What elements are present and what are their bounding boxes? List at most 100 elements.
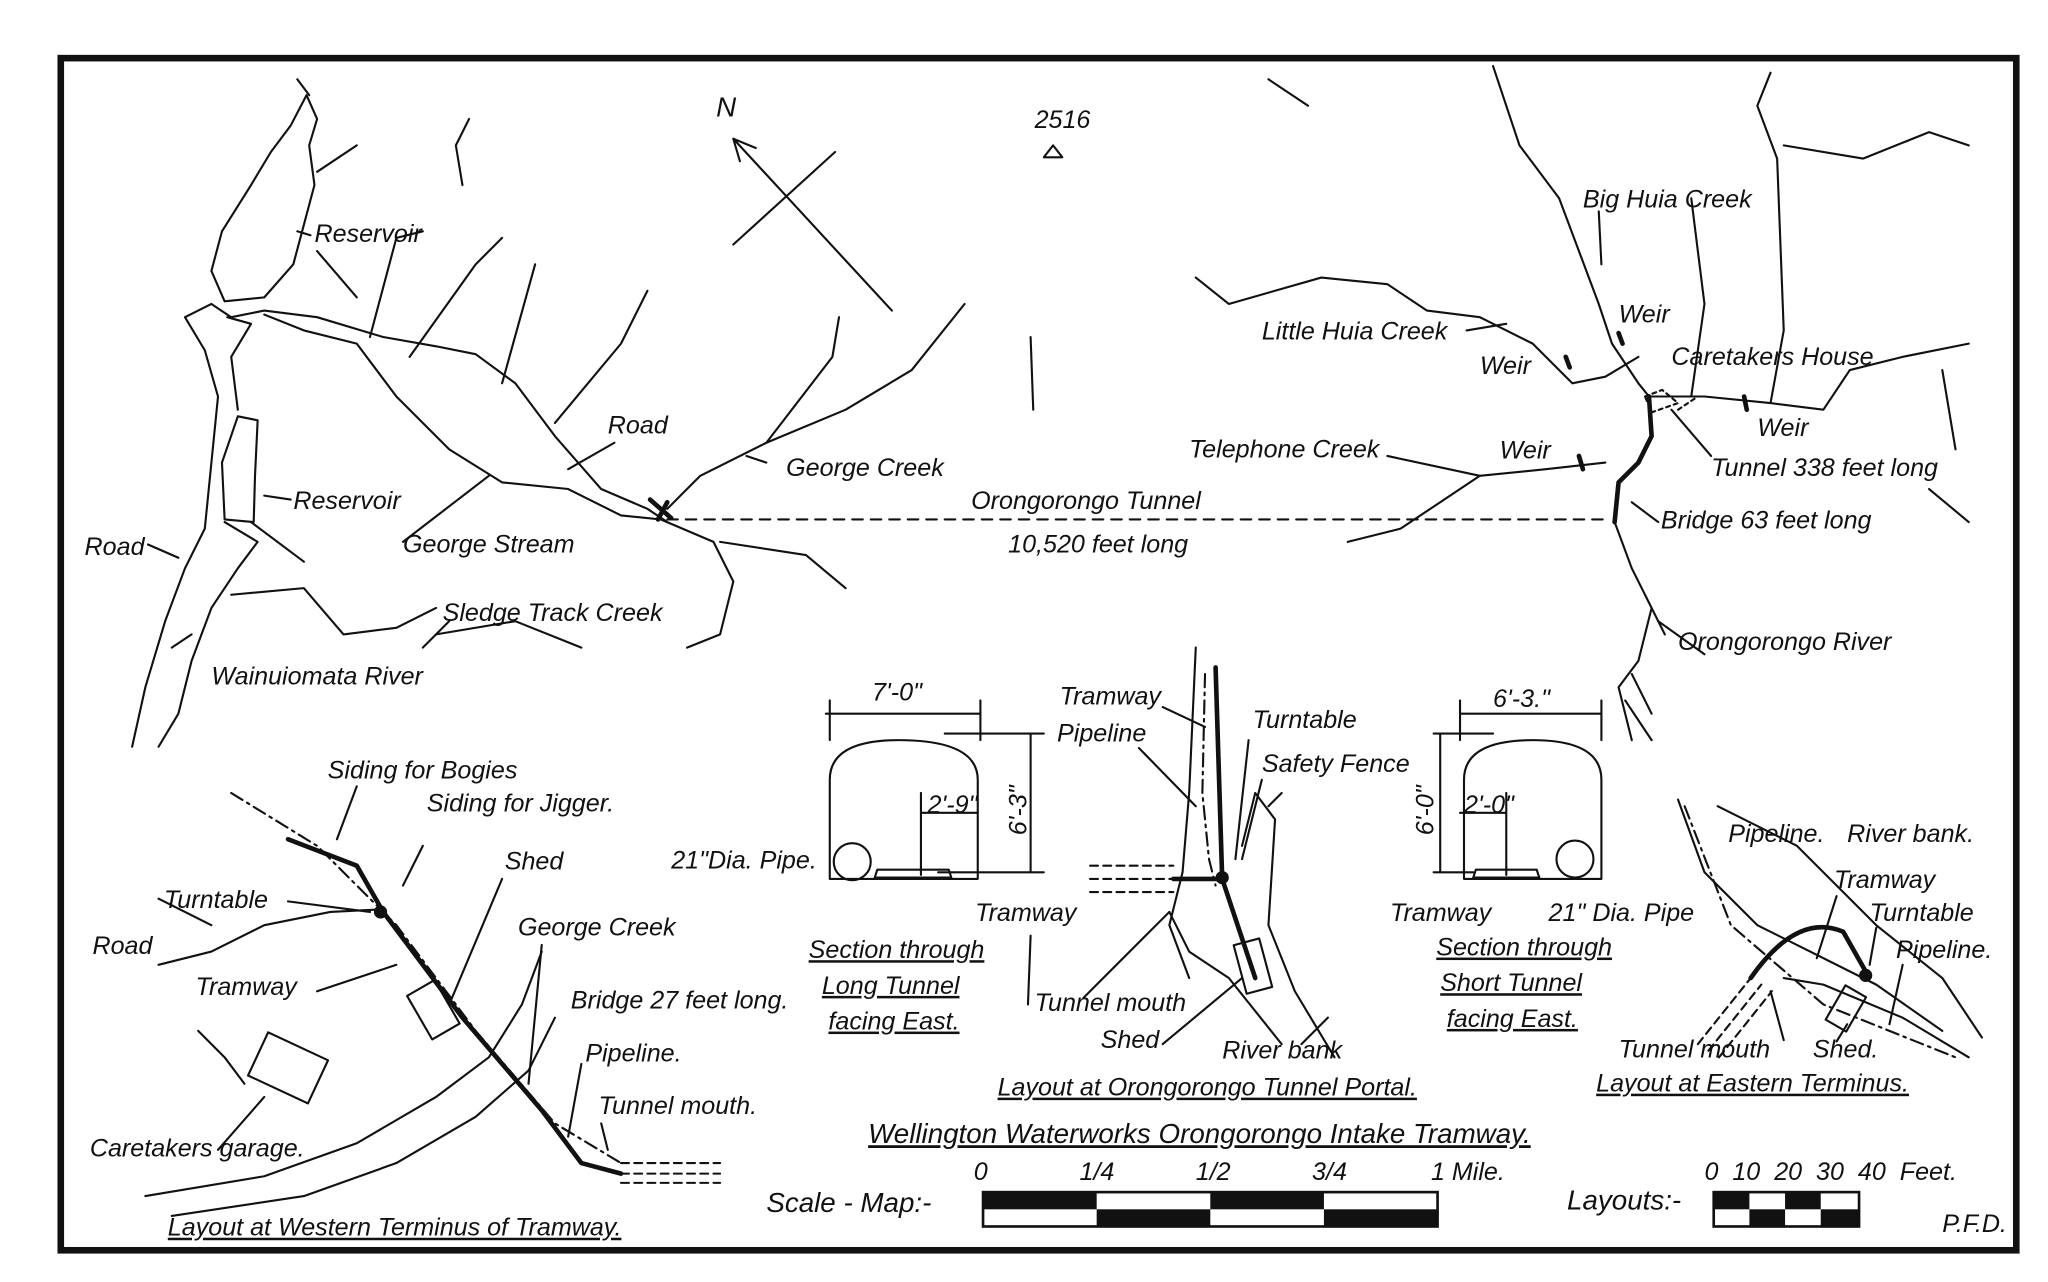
short-caption-line: Short Tunnel (1440, 969, 1583, 997)
tunnel-name-label: Orongorongo Tunnel (971, 487, 1202, 515)
scale-tick: 3/4 (1312, 1158, 1347, 1186)
sledge-track-creek-label: Sledge Track Creek (443, 599, 664, 627)
trig-label: 2516 (1034, 106, 1091, 134)
layouts-scale-ticks: 0 10 20 30 40 Feet. (1704, 1158, 1956, 1186)
map-border (57, 54, 2020, 1254)
little-huia-creek-label: Little Huia Creek (1262, 318, 1449, 346)
eastern-tramway-label: Tramway (1834, 866, 1937, 894)
western-pipeline-label: Pipeline. (585, 1039, 681, 1067)
portal-shed (1232, 937, 1274, 995)
wainuiomata-river (131, 78, 311, 748)
map-scale-label: Scale - Map:- (766, 1187, 931, 1218)
eastern-shed (1824, 984, 1868, 1033)
eastern-river-bank-label: River bank. (1847, 820, 1974, 848)
western-shed-label: Shed (505, 848, 565, 876)
scale-tick: 1 Mile. (1431, 1158, 1505, 1186)
little-huia-creek (1194, 276, 1640, 385)
western-leaders (216, 785, 609, 1151)
scale-tick: 1/4 (1079, 1158, 1114, 1186)
weir-label: Weir (1480, 352, 1533, 380)
portal-river-bank-label: River bank (1222, 1037, 1343, 1065)
western-tramway (285, 836, 624, 1176)
western-turntable-label: Turntable (164, 886, 268, 914)
telephone-creek (1346, 461, 1607, 543)
portal-caption: Layout at Orongorongo Tunnel Portal. (998, 1074, 1417, 1102)
western-george-creek-label: George Creek (518, 914, 677, 942)
long-caption-line: Section through (809, 936, 985, 964)
western-road (157, 897, 385, 1085)
eastern-turntable-label: Turntable (1870, 899, 1974, 927)
layout-scale-bar (1712, 1190, 1861, 1228)
long-caption-line: Long Tunnel (822, 972, 961, 1000)
eastern-pipeline-label: Pipeline. (1728, 820, 1824, 848)
long-pipe-label: 21"Dia. Pipe. (670, 846, 817, 874)
telephone-creek-label: Telephone Creek (1189, 435, 1381, 463)
short-tunnel-rail (1472, 868, 1541, 879)
big-huia-creek-label: Big Huia Creek (1583, 185, 1753, 213)
western-road-label: Road (92, 932, 153, 960)
portal-turntable-label: Turntable (1253, 706, 1357, 734)
portal-shed-label: Shed (1101, 1026, 1161, 1054)
map-labels: N 2516 Reservoir Reservoir Road Road Geo… (85, 91, 2007, 1241)
streams-west (230, 117, 649, 649)
map-title: Wellington Waterworks Orongorongo Intake… (868, 1118, 1531, 1149)
western-pipeline (230, 791, 623, 1165)
short-tunnel-label: Tunnel 338 feet long (1711, 454, 1938, 482)
western-tunnel-mouth-label: Tunnel mouth. (599, 1092, 758, 1120)
north-label: N (716, 91, 737, 122)
portal-tunnel-dashed (1089, 864, 1175, 894)
long-dimensions (824, 699, 1045, 876)
long-caption-line: facing East. (828, 1008, 959, 1036)
weir-label: Weir (1500, 437, 1553, 465)
fold-mark (1029, 335, 1035, 411)
george-creek-label: George Creek (786, 454, 945, 482)
road-west (210, 302, 669, 524)
george-stream-label: George Stream (403, 530, 575, 558)
george-creek (666, 302, 966, 590)
short-caption-line: Section through (1436, 934, 1612, 962)
portal-banks (1168, 646, 1336, 1059)
scale-tick: 0 (974, 1158, 988, 1186)
tunnel-portal-mark (647, 497, 674, 522)
short-height-label: 6'-0" (1412, 784, 1440, 835)
eastern-caption: Layout at Eastern Terminus. (1596, 1070, 1909, 1098)
short-offset-label: 2'-0" (1463, 791, 1515, 819)
scale-tick: 1/2 (1196, 1158, 1231, 1186)
weir-label: Weir (1757, 414, 1810, 442)
eastern-leaders (1769, 895, 1904, 1043)
map-scale-bar (981, 1190, 1439, 1228)
eastern-terminus-layout (1676, 798, 1983, 1059)
orongorongo-river-lower (1613, 520, 1666, 742)
caretakers-garage-label: Caretakers garage. (90, 1134, 305, 1162)
short-tunnel-pipe (1555, 839, 1595, 879)
western-terminus-layout (144, 785, 722, 1217)
short-dimensions (1432, 699, 1603, 876)
western-tramway-label: Tramway (196, 973, 299, 1001)
road-label: Road (85, 533, 146, 561)
long-width-label: 7'-0" (872, 678, 923, 706)
wainuiomata-river-label: Wainuiomata River (211, 663, 424, 691)
western-shed (406, 979, 461, 1041)
western-bridge-label: Bridge 27 feet long. (571, 986, 789, 1014)
orongorongo-river (1612, 394, 1654, 525)
western-creek (144, 950, 556, 1217)
orongorongo-river-label: Orongorongo River (1678, 628, 1893, 656)
western-caption: Layout at Western Terminus of Tramway. (168, 1214, 622, 1242)
tunnel-length-label: 10,520 feet long (1008, 530, 1188, 558)
short-tunnel-profile (1462, 739, 1603, 880)
portal-tunnel-mouth-label: Tunnel mouth (1035, 989, 1187, 1017)
eastern-pipeline (1683, 805, 1957, 1059)
portal-leaders (1026, 706, 1329, 1046)
caretakers-garage (246, 1031, 330, 1105)
short-tramway-label: Tramway (1390, 899, 1493, 927)
weirs (1563, 330, 1750, 472)
eastern-shed-label: Shed. (1813, 1035, 1879, 1063)
siding-bogies-label: Siding for Bogies (328, 756, 518, 784)
tunnel-portal-layout (1026, 646, 1336, 1059)
north-arrow (732, 137, 893, 312)
eastern-tunnel-dashed (1696, 976, 1773, 1059)
long-tramway-label: Tramway (975, 899, 1078, 927)
draughtsman-initials: P.F.D. (1942, 1210, 2007, 1238)
big-huia-creek (1492, 65, 1651, 398)
